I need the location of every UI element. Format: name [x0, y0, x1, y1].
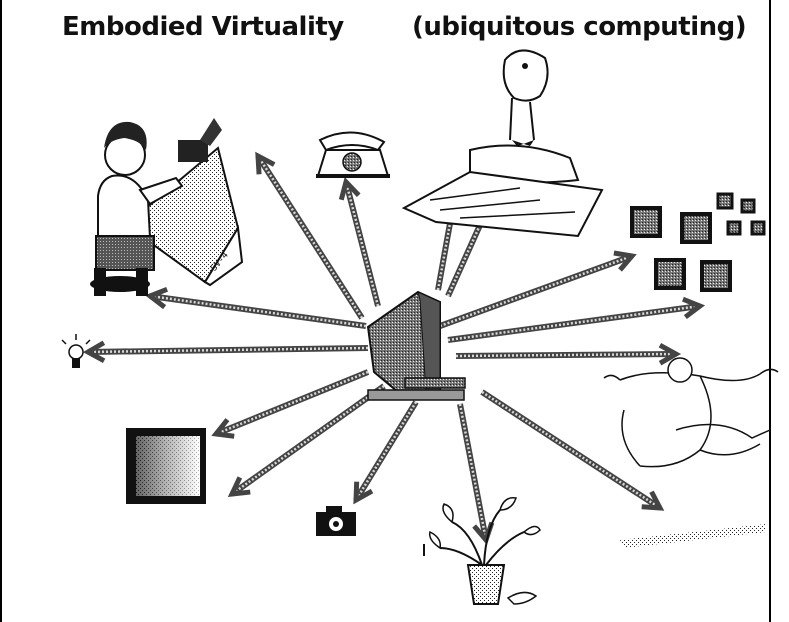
arrow-to-flying-person — [455, 342, 682, 366]
display-screen-icon — [126, 428, 206, 504]
arrow-to-telephone — [338, 177, 381, 307]
arrow-to-tab-cluster — [438, 250, 637, 329]
arrow-to-lower-left — [227, 383, 386, 497]
camera-icon — [316, 506, 356, 536]
person-reading-at-desk-icon — [401, 49, 604, 238]
frame-left-border — [0, 0, 2, 622]
arrow-to-drafting-table — [255, 151, 365, 320]
arrow-to-drafting-lower — [144, 286, 367, 329]
potted-plant-icon — [423, 497, 541, 605]
tab-devices-cluster-icon — [630, 192, 766, 292]
arrow-to-lower-right — [480, 389, 665, 511]
telephone-icon — [316, 131, 390, 178]
central-computer-icon — [366, 290, 466, 401]
arrow-to-light-bulb — [82, 340, 369, 363]
stippled-line-icon — [620, 524, 766, 548]
arrow-to-plant — [457, 403, 495, 546]
arrow-to-pads — [447, 296, 706, 343]
frame-right-border — [769, 0, 771, 622]
title-embodied-virtuality: Embodied Virtuality — [62, 12, 344, 42]
arrow-to-camera — [353, 400, 419, 505]
title-ubiquitous-computing: (ubiquitous computing) — [412, 12, 747, 42]
person-at-drafting-table-icon: SV-4 — [90, 118, 244, 296]
arrow-to-display — [211, 369, 370, 439]
flying-person-icon — [603, 357, 779, 468]
light-bulb-icon — [61, 334, 91, 368]
